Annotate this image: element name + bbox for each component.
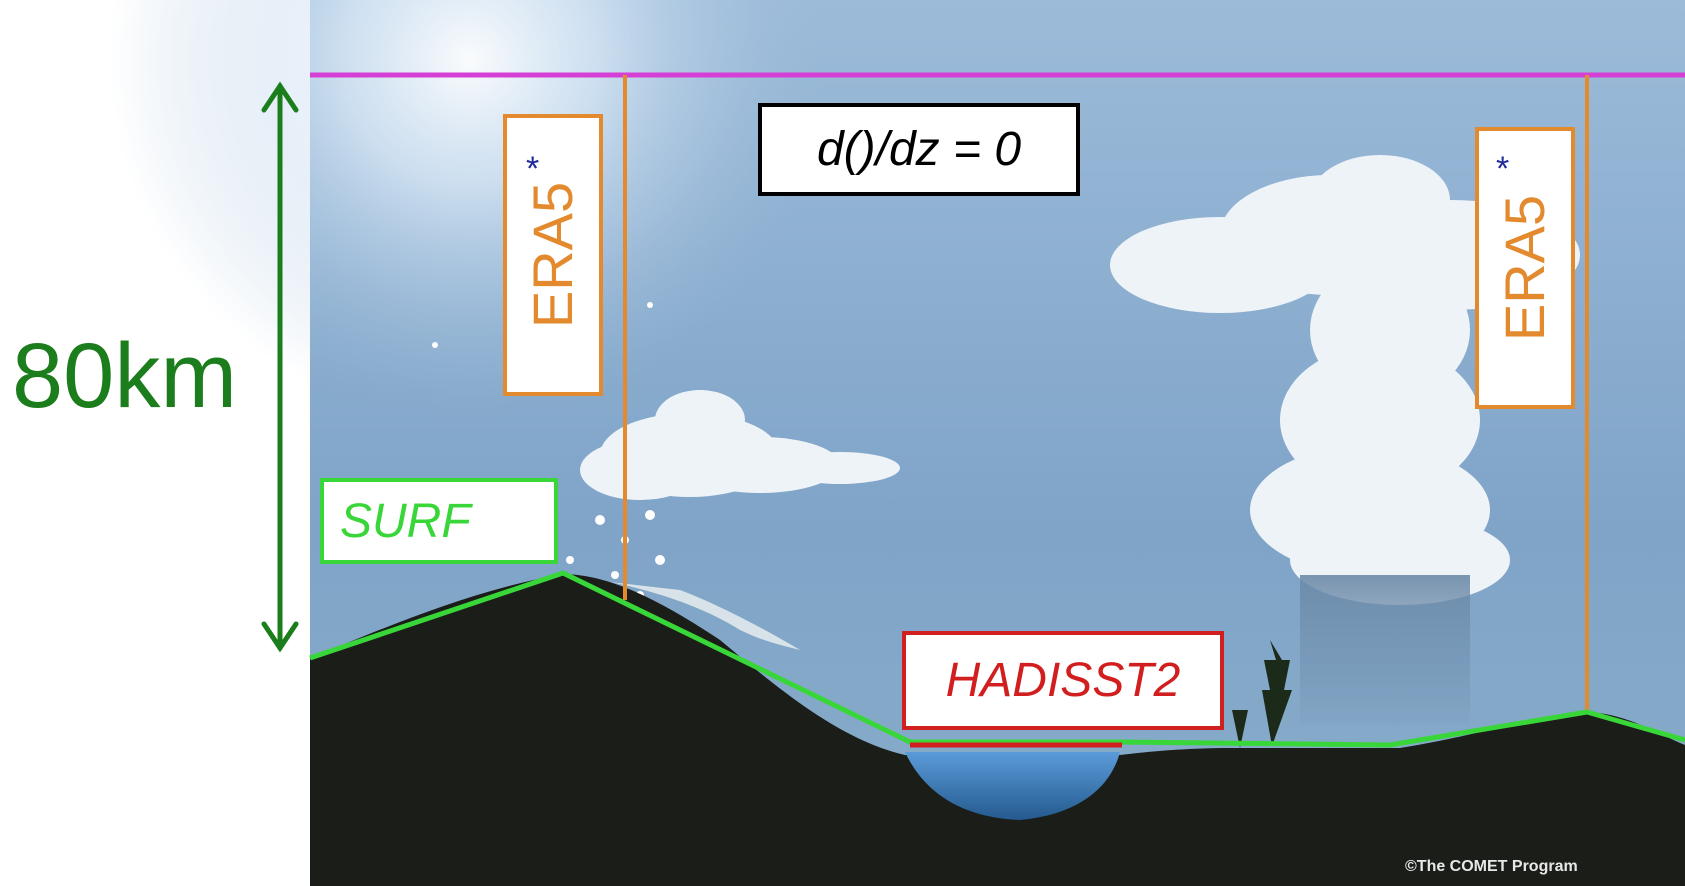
surface-label: SURF	[340, 494, 471, 548]
surface-box: SURF	[320, 478, 558, 564]
lake	[905, 752, 1120, 820]
image-credit: ©The COMET Program	[1405, 858, 1578, 875]
left-era5-label: ERA5	[521, 181, 584, 329]
surface-line	[309, 570, 1685, 748]
left-era5-box: ERA5	[503, 114, 603, 396]
right-era5-asterisk: *	[1496, 150, 1510, 188]
snowcap	[610, 582, 800, 650]
terrain	[310, 574, 1685, 886]
rain-shaft	[1300, 575, 1470, 725]
height-arrow	[261, 81, 299, 653]
height-label: 80km	[12, 325, 237, 427]
storm-cloud	[1110, 155, 1580, 605]
small-cloud	[580, 390, 900, 500]
sea-surface-box: HADISST2	[902, 631, 1224, 730]
trees	[1232, 640, 1292, 748]
sea-surface-label: HADISST2	[945, 654, 1181, 707]
right-era5-label: ERA5	[1493, 194, 1556, 342]
top-boundary-condition-box: d()/dz = 0	[758, 103, 1080, 196]
top-boundary-condition-label: d()/dz = 0	[816, 123, 1022, 176]
right-era5-box: ERA5	[1475, 127, 1575, 409]
left-era5-asterisk: *	[526, 150, 540, 188]
